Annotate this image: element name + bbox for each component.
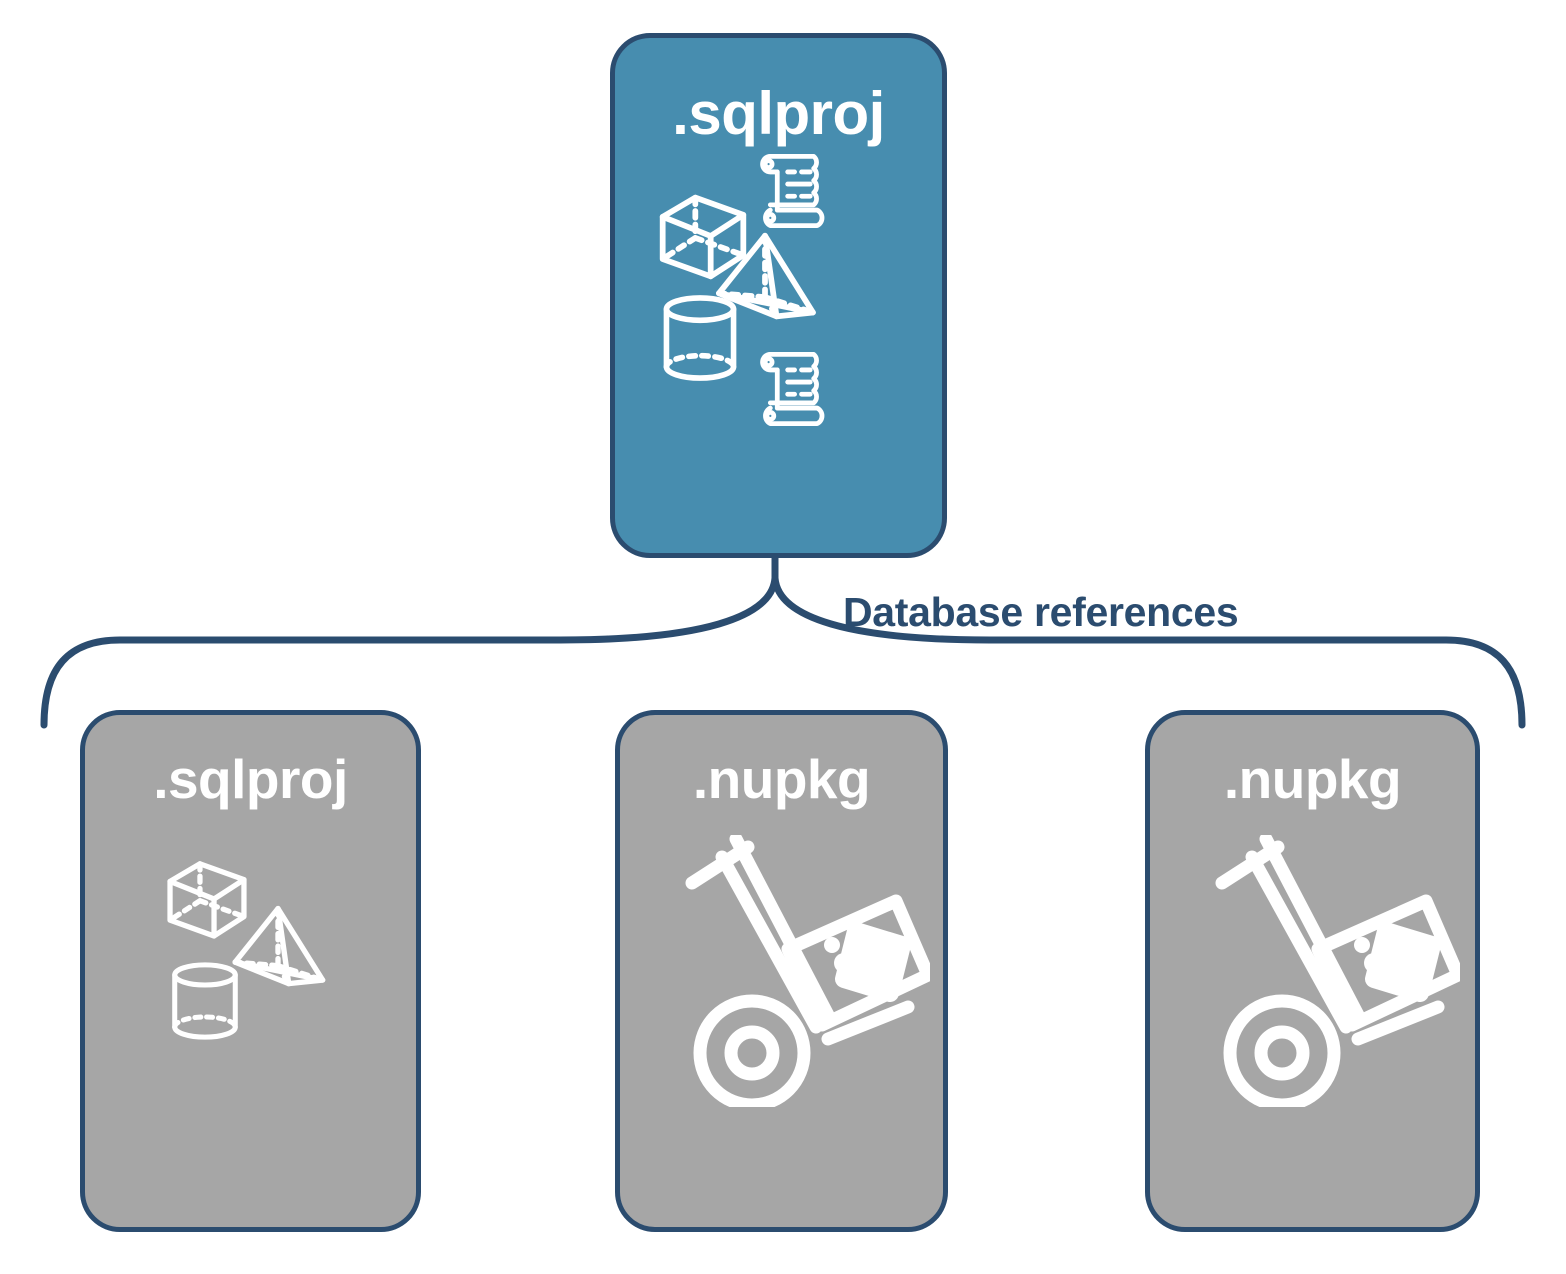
node-reference-nupkg-1[interactable]: .nupkg [615,710,948,1232]
node-root-sqlproj[interactable]: .sqlproj [610,33,947,558]
hand-truck-package-icon [1215,835,1460,1107]
node-reference-nupkg-2[interactable]: .nupkg [1145,710,1480,1232]
node-root-title: .sqlproj [672,80,885,147]
node-reference-title: .nupkg [692,748,871,810]
cylinder-icon [172,962,238,1040]
pyramid-icon [232,905,326,987]
hand-truck-package-icon [685,835,930,1107]
cube-icon [167,861,247,939]
scroll-icon [760,153,825,229]
brace-left-arm [40,574,779,729]
node-reference-title: .nupkg [1223,748,1402,810]
node-reference-icon-group [85,807,416,1227]
node-reference-sqlproj[interactable]: .sqlproj [80,710,421,1232]
cube-icon [659,194,747,280]
node-reference-icon-group [1150,807,1475,1227]
cylinder-icon [663,295,737,381]
connector-label: Database references [843,589,1239,635]
pyramid-icon [716,232,816,320]
scroll-icon [760,351,825,427]
node-root-icon-group [615,144,942,553]
node-reference-icon-group [620,807,943,1227]
node-reference-title: .sqlproj [153,748,348,810]
